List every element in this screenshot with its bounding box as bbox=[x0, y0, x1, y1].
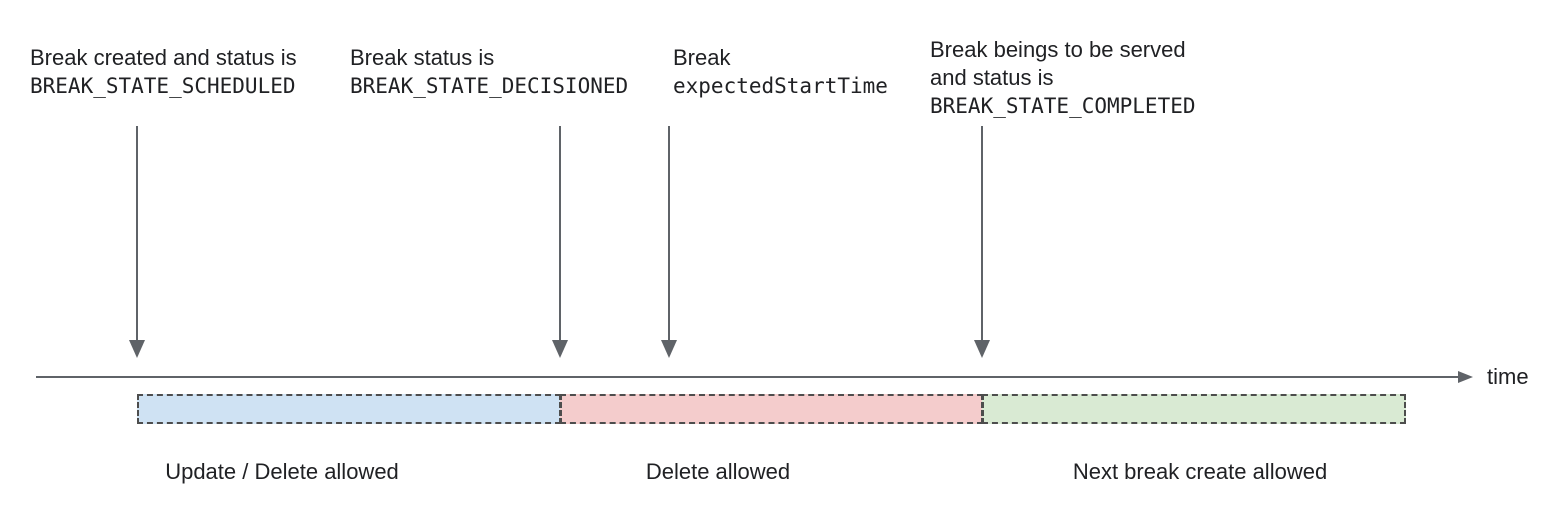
segment-label-delete: Delete allowed bbox=[645, 459, 791, 484]
segment-next-break-create-allowed bbox=[982, 394, 1406, 424]
arrowhead-down-icon bbox=[974, 340, 990, 358]
arrowhead-down-icon bbox=[552, 340, 568, 358]
timeline-arrowhead-right-icon bbox=[1458, 371, 1473, 383]
segment-label-update-delete: Update / Delete allowed bbox=[165, 459, 399, 484]
segment-delete-allowed bbox=[560, 394, 983, 424]
arrow-shaft bbox=[668, 126, 670, 342]
segment-update-delete-allowed bbox=[137, 394, 561, 424]
annotation-break-decisioned: Break status is BREAK_STATE_DECISIONED bbox=[350, 44, 628, 100]
arrowhead-down-icon bbox=[129, 340, 145, 358]
annotation-expected-start-time: Break expectedStartTime bbox=[673, 44, 888, 100]
annotation-text: Break status is bbox=[350, 45, 495, 70]
annotation-code: BREAK_STATE_COMPLETED bbox=[930, 94, 1196, 118]
annotation-text: and status is bbox=[930, 65, 1054, 90]
annotation-break-completed: Break beings to be served and status is … bbox=[930, 36, 1196, 120]
annotation-text: Break bbox=[673, 45, 731, 70]
annotation-text: Break created and status is bbox=[30, 45, 297, 70]
annotation-break-scheduled: Break created and status is BREAK_STATE_… bbox=[30, 44, 297, 100]
timeline-axis bbox=[36, 376, 1458, 378]
arrow-shaft bbox=[559, 126, 561, 342]
annotation-code: BREAK_STATE_DECISIONED bbox=[350, 74, 629, 98]
annotation-text: Break beings to be served bbox=[930, 37, 1186, 62]
annotation-code: expectedStartTime bbox=[673, 74, 888, 98]
annotation-code: BREAK_STATE_SCHEDULED bbox=[30, 74, 296, 98]
arrowhead-down-icon bbox=[661, 340, 677, 358]
time-axis-label: time bbox=[1487, 364, 1529, 389]
arrow-shaft bbox=[981, 126, 983, 342]
arrow-shaft bbox=[136, 126, 138, 342]
segment-label-next-break-create: Next break create allowed bbox=[1072, 459, 1328, 484]
